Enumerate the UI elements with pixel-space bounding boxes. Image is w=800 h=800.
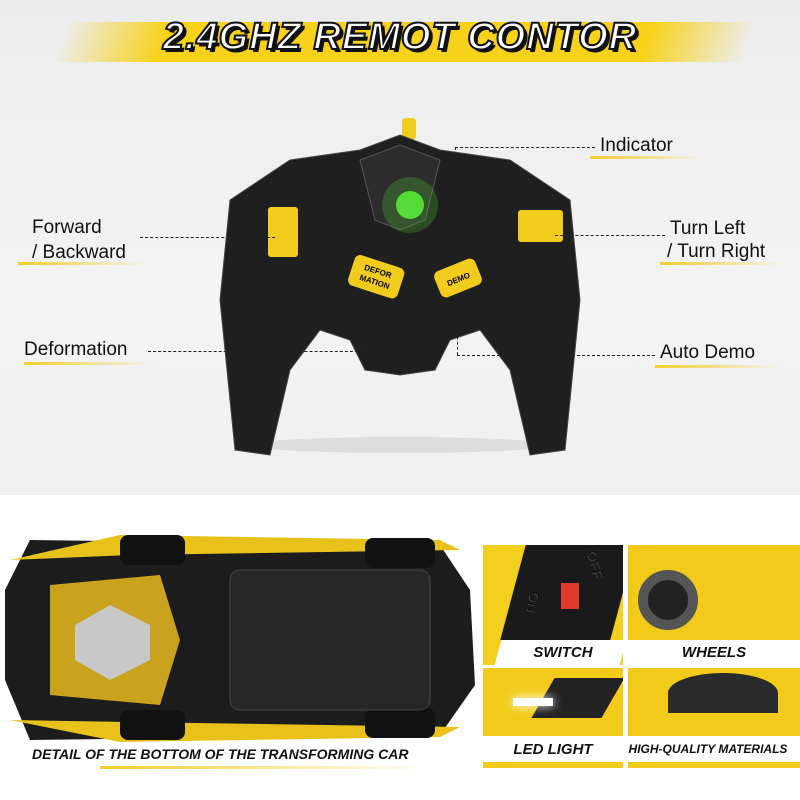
car-caption: DETAIL OF THE BOTTOM OF THE TRANSFORMING… [32, 746, 409, 762]
backward-label: / Backward [32, 242, 126, 263]
auto-demo-label: Auto Demo [660, 342, 756, 363]
wheels-photo: WHEELS [628, 545, 800, 665]
turn-stick [518, 210, 563, 242]
remote-controller-image: DEFOR MATION DEMO [219, 118, 581, 456]
page-title: 2.4GHZ REMOT CONTOR [162, 15, 638, 59]
deformation-label: Deformation [24, 339, 128, 360]
switch-photo: ON OFF SWITCH [483, 545, 623, 665]
materials-photo: HIGH-QUALITY MATERIALS [628, 668, 800, 768]
forward-label: Forward [32, 217, 102, 238]
car-bottom-image [5, 535, 475, 742]
switch-toggle [561, 583, 579, 609]
turn-right-label: / Turn Right [667, 241, 766, 262]
turn-left-label: Turn Left [670, 218, 746, 239]
indicator-label: Indicator [600, 135, 673, 156]
led-light-photo: LED LIGHT [483, 668, 623, 768]
forward-backward-stick [268, 207, 298, 257]
